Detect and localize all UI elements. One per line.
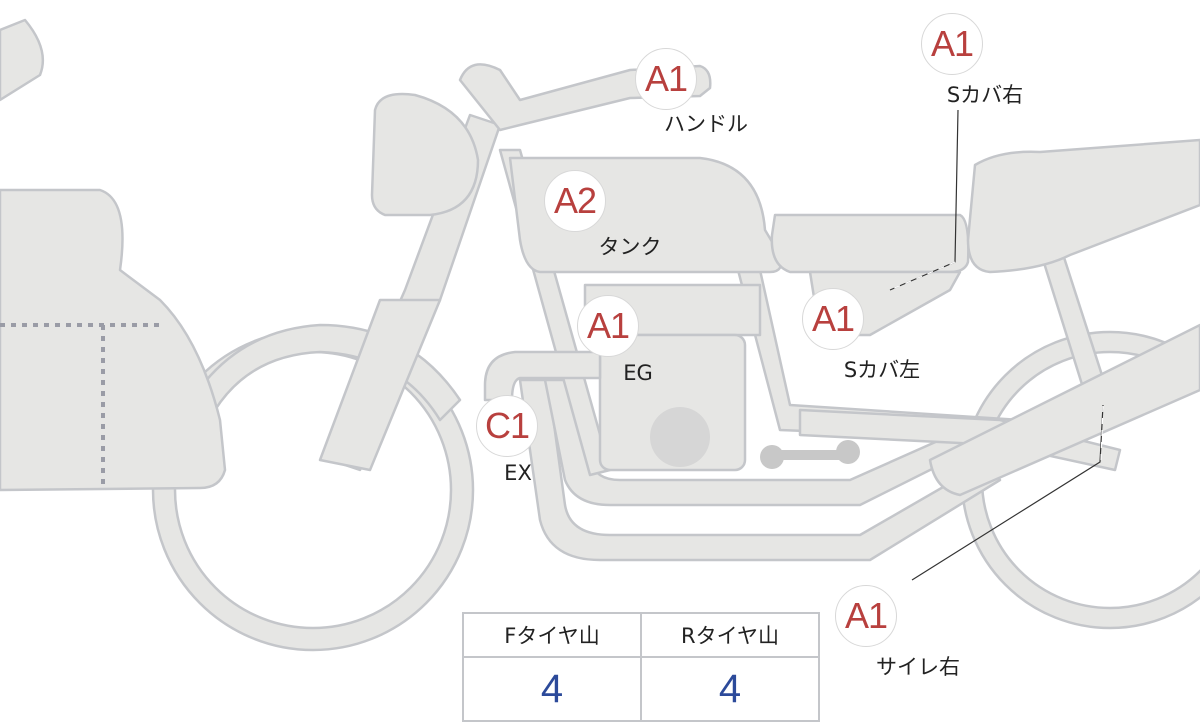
grade-badge-side-cover-left: A1 (802, 288, 864, 350)
rear-tire-value: 4 (640, 656, 820, 722)
seat (770, 213, 970, 274)
engine-cover (650, 407, 710, 467)
dotted-guide (0, 323, 165, 485)
part-label-silencer-right: サイレ右 (876, 655, 960, 679)
front-cowl (0, 18, 45, 102)
part-label-exhaust: EX (504, 461, 532, 485)
muffler (928, 323, 1200, 497)
fork-lower (318, 298, 442, 472)
part-label-tank: タンク (598, 235, 662, 259)
swingarm (798, 408, 1122, 472)
leader-line-silencer-right-dash (1100, 404, 1104, 461)
grade-badge-exhaust: C1 (476, 395, 538, 457)
left-fairing (0, 188, 227, 492)
part-label-side-cover-left: Sカバ左 (843, 358, 921, 382)
grade-badge-engine: A1 (577, 295, 639, 357)
exhaust-header (483, 350, 602, 402)
headlight (370, 92, 480, 217)
rear-tire-header: Rタイヤ山 (640, 612, 820, 658)
footpeg (760, 440, 860, 469)
grade-badge-handlebar: A1 (635, 48, 697, 110)
tire-tread-table: Fタイヤ山 Rタイヤ山 4 4 (462, 612, 820, 722)
part-label-handlebar: ハンドル (664, 112, 748, 136)
front-tire-value: 4 (462, 656, 642, 722)
grade-badge-side-cover-right: A1 (921, 13, 983, 75)
grade-badge-silencer-right: A1 (835, 585, 897, 647)
grade-badge-tank: A2 (544, 170, 606, 232)
rear-tail (966, 138, 1200, 274)
front-tire-header: Fタイヤ山 (462, 612, 642, 658)
part-label-side-cover-right: Sカバ右 (946, 83, 1024, 107)
part-label-engine: EG (623, 361, 653, 385)
